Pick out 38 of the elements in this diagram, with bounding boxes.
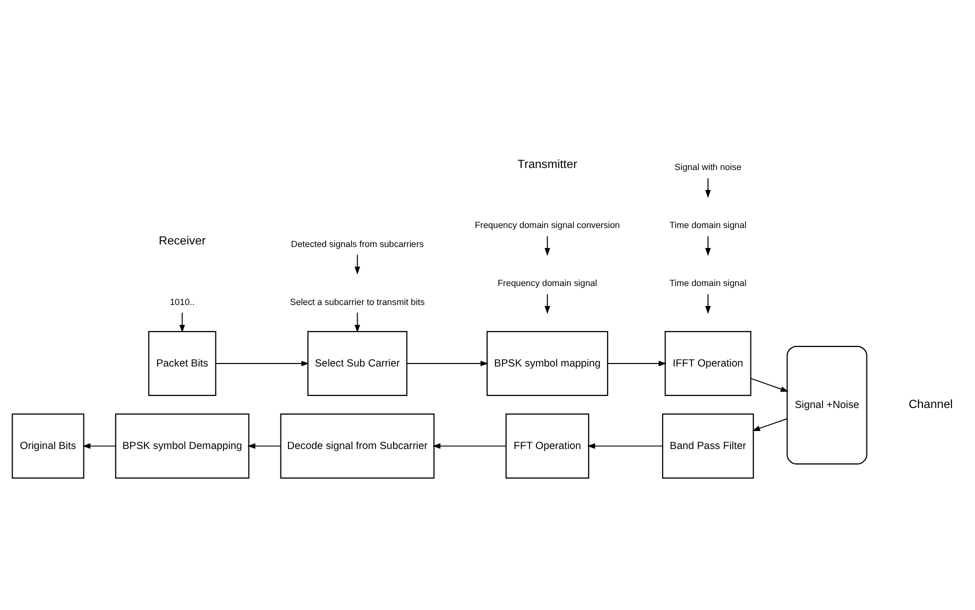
label: Channel xyxy=(908,396,953,410)
arrow xyxy=(544,235,550,256)
node-box: FFT Operation xyxy=(506,413,590,478)
arrow xyxy=(607,360,667,366)
node-text: Frequency domain signal xyxy=(498,278,598,288)
arrow xyxy=(179,312,185,332)
arrow xyxy=(215,360,310,366)
node-text: 1010.. xyxy=(170,296,195,306)
node-box: Signal +Noise xyxy=(786,345,868,464)
arrow xyxy=(587,442,664,448)
arrow xyxy=(82,442,116,448)
node-box: BPSK symbol Demapping xyxy=(115,413,250,478)
node-text: Time domain signal xyxy=(670,220,746,230)
node-box: Band Pass Filter xyxy=(662,413,754,478)
arrow xyxy=(432,442,507,448)
arrow xyxy=(354,254,360,274)
node-text: Time domain signal xyxy=(670,278,746,288)
label: Receiver xyxy=(158,232,206,247)
arrow xyxy=(705,177,711,198)
node-text: Select a subcarrier to transmit bits xyxy=(290,296,425,306)
node-text: Signal with noise xyxy=(674,162,742,172)
arrow xyxy=(406,360,488,366)
node-box: Decode signal from Subcarrier xyxy=(280,413,435,478)
arrow xyxy=(752,418,788,430)
node-box: BPSK symbol mapping xyxy=(486,330,608,396)
arrow xyxy=(705,235,711,256)
label: Transmitter xyxy=(518,156,578,170)
arrow xyxy=(247,442,282,448)
arrow xyxy=(544,293,550,314)
arrow xyxy=(705,293,711,314)
node-box: Original Bits xyxy=(12,413,84,478)
arrow xyxy=(354,312,360,332)
node-box: IFFT Operation xyxy=(664,330,752,396)
node-text: Detected signals from subcarriers xyxy=(291,238,424,248)
arrow xyxy=(750,377,789,392)
node-box: Select Sub Carrier xyxy=(307,330,408,396)
node-box: Packet Bits xyxy=(148,330,216,396)
node-text: Frequency domain signal conversion xyxy=(474,220,620,230)
